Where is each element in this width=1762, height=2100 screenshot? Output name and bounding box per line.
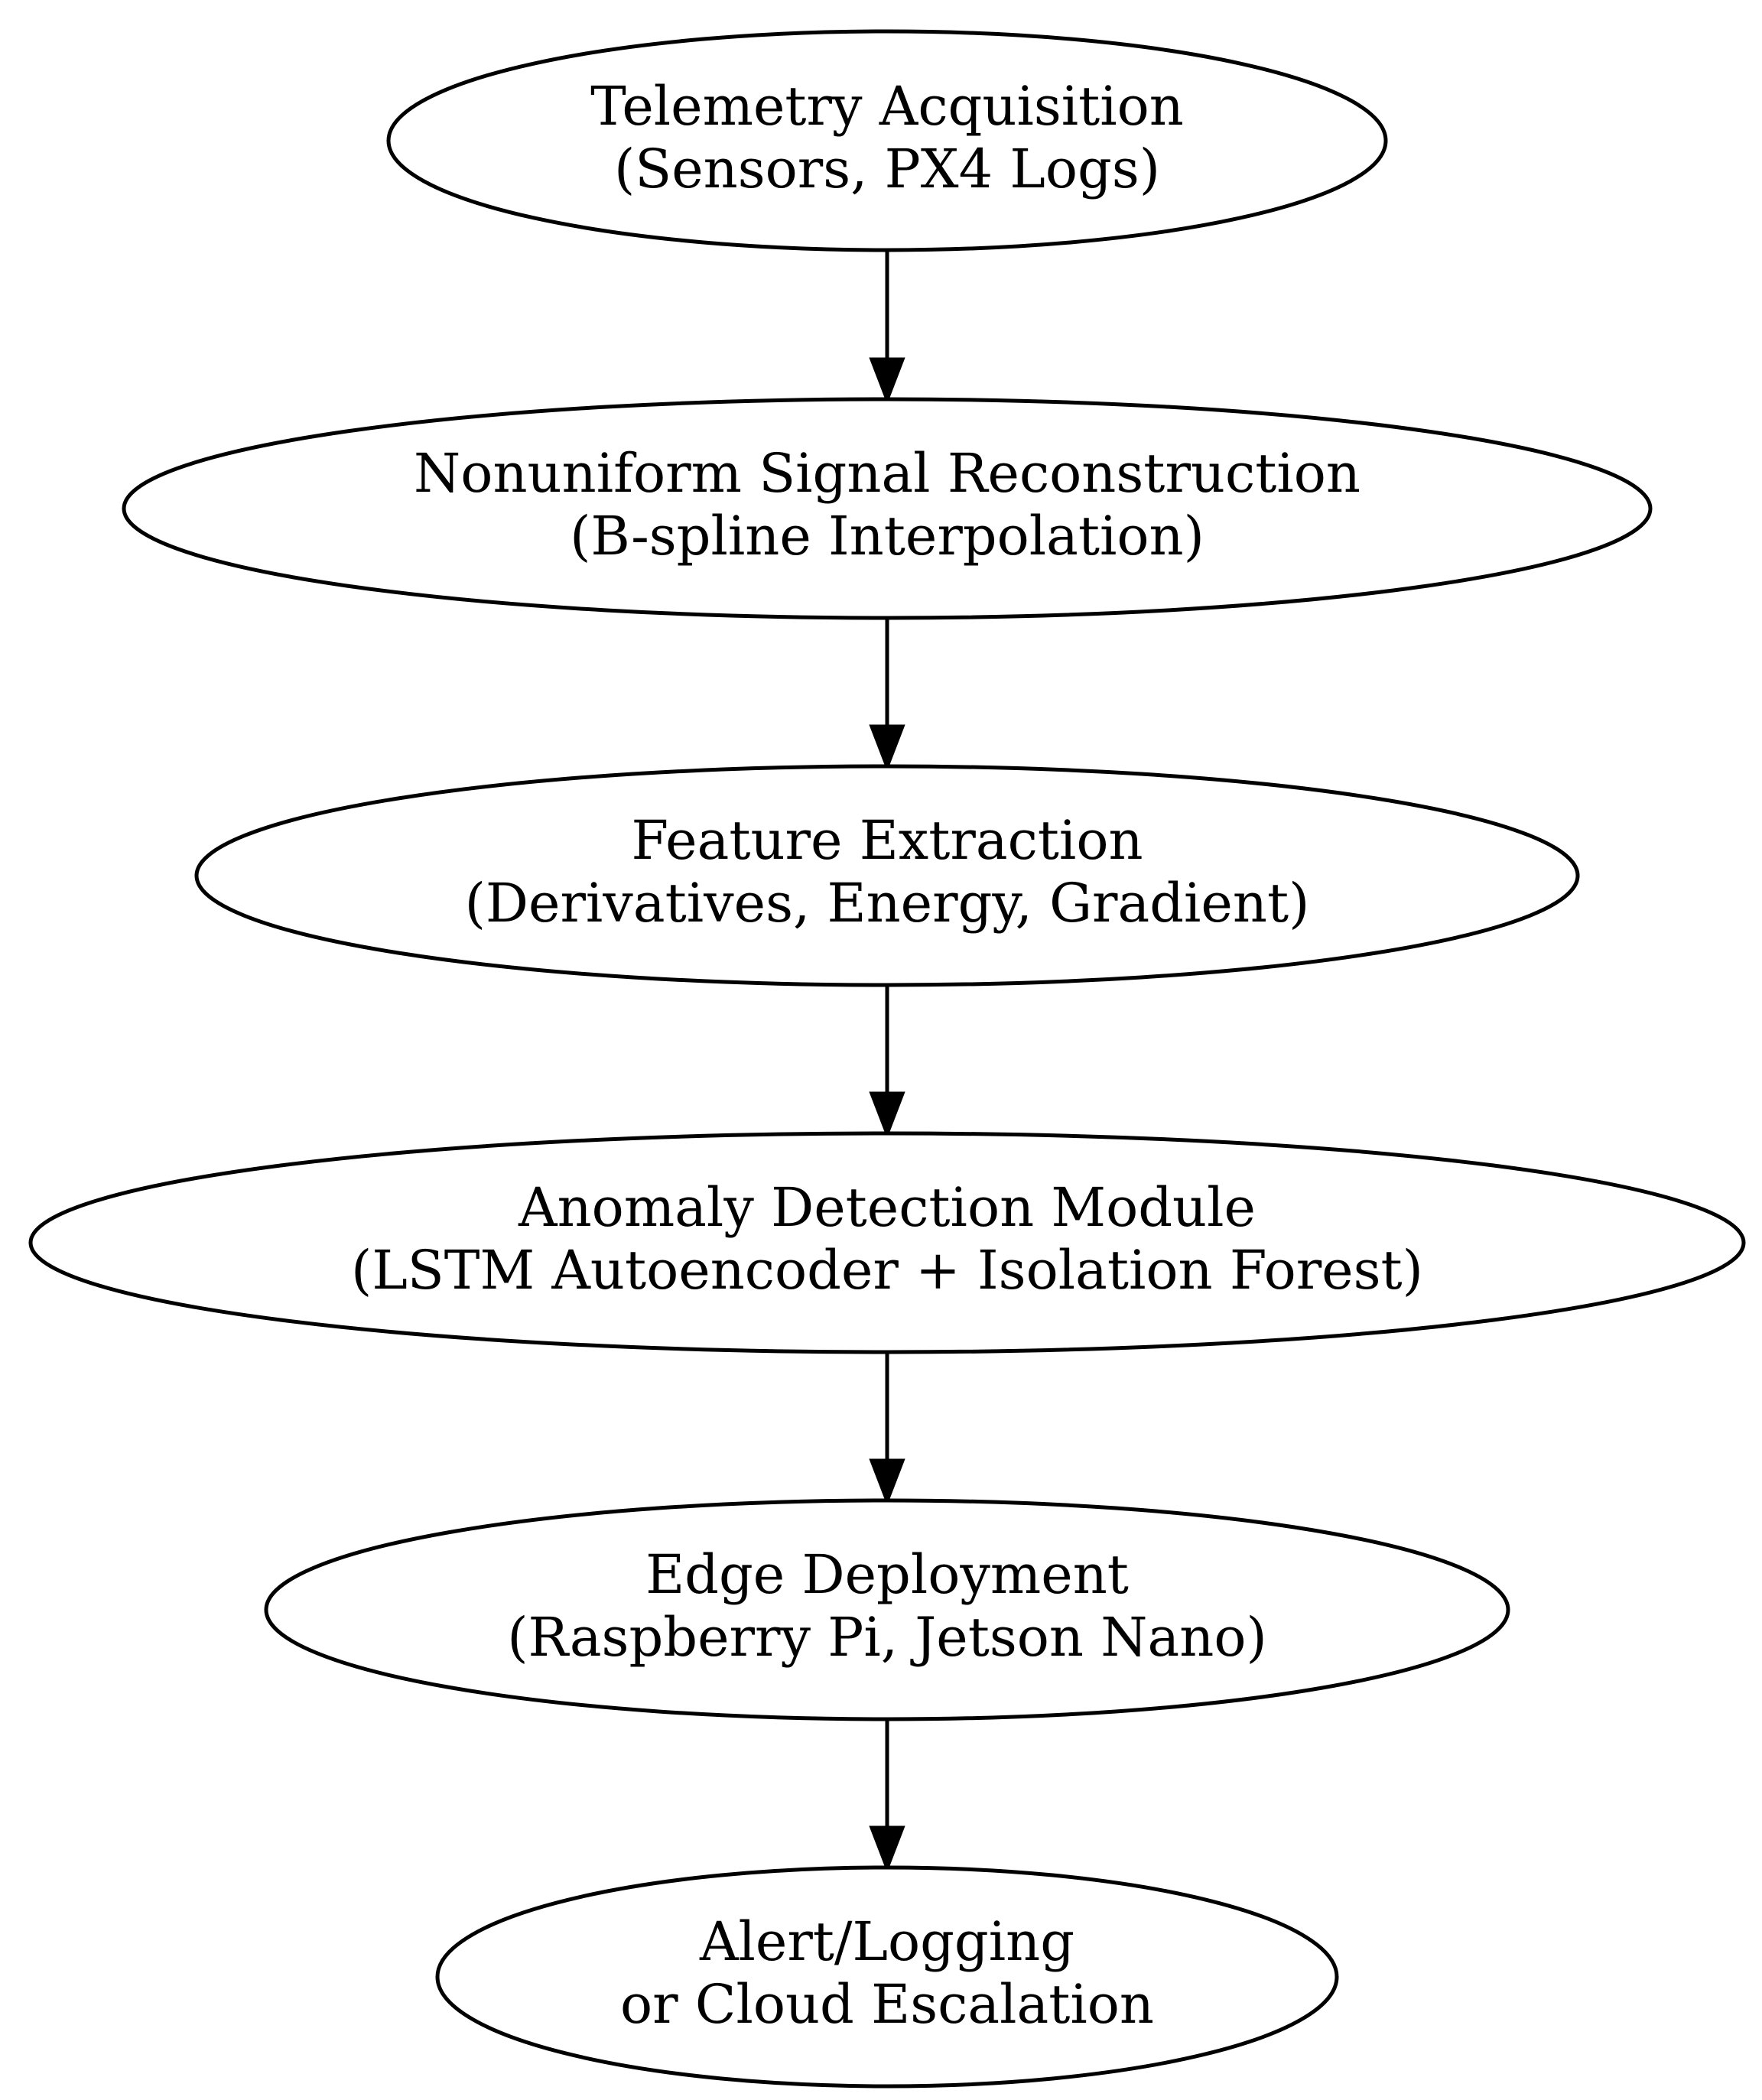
node-telemetry-acquisition: Telemetry Acquisition (Sensors, PX4 Logs… xyxy=(386,29,1388,252)
edge-feature-extraction-to-anomaly-detection xyxy=(869,985,905,1139)
node-ellipse xyxy=(386,29,1388,252)
node-title: Alert/Logging xyxy=(699,1910,1074,1973)
node-subtitle: (Derivatives, Energy, Gradient) xyxy=(465,872,1310,935)
edge-edge-deployment-to-alert xyxy=(869,1719,905,1873)
edge-telemetry-to-reconstruction xyxy=(869,250,905,405)
node-nonuniform-signal-reconstruction: Nonuniform Signal Reconstruction (B-spli… xyxy=(122,397,1653,620)
node-title: Telemetry Acquisition xyxy=(590,75,1184,138)
node-ellipse xyxy=(264,1498,1510,1721)
node-alert-logging: Alert/Logging or Cloud Escalation xyxy=(435,1865,1339,2089)
node-subtitle: or Cloud Escalation xyxy=(620,1973,1154,2036)
edge-reconstruction-to-feature-extraction xyxy=(869,618,905,772)
node-subtitle: (B-spline Interpolation) xyxy=(570,505,1204,567)
node-title: Anomaly Detection Module xyxy=(518,1176,1256,1239)
node-title: Nonuniform Signal Reconstruction xyxy=(414,442,1361,505)
node-ellipse xyxy=(435,1865,1339,2089)
node-anomaly-detection-module: Anomaly Detection Module (LSTM Autoencod… xyxy=(28,1131,1746,1354)
edge-anomaly-detection-to-edge-deployment xyxy=(869,1352,905,1506)
node-subtitle: (Raspberry Pi, Jetson Nano) xyxy=(507,1606,1267,1669)
node-ellipse xyxy=(122,397,1653,620)
node-title: Edge Deployment xyxy=(645,1543,1129,1606)
node-feature-extraction: Feature Extraction (Derivatives, Energy,… xyxy=(194,764,1580,987)
node-subtitle: (Sensors, PX4 Logs) xyxy=(614,138,1160,200)
node-ellipse xyxy=(28,1131,1746,1354)
node-ellipse xyxy=(194,764,1580,987)
node-subtitle: (LSTM Autoencoder + Isolation Forest) xyxy=(351,1239,1423,1302)
node-edge-deployment: Edge Deployment (Raspberry Pi, Jetson Na… xyxy=(264,1498,1510,1721)
node-title: Feature Extraction xyxy=(631,809,1143,872)
